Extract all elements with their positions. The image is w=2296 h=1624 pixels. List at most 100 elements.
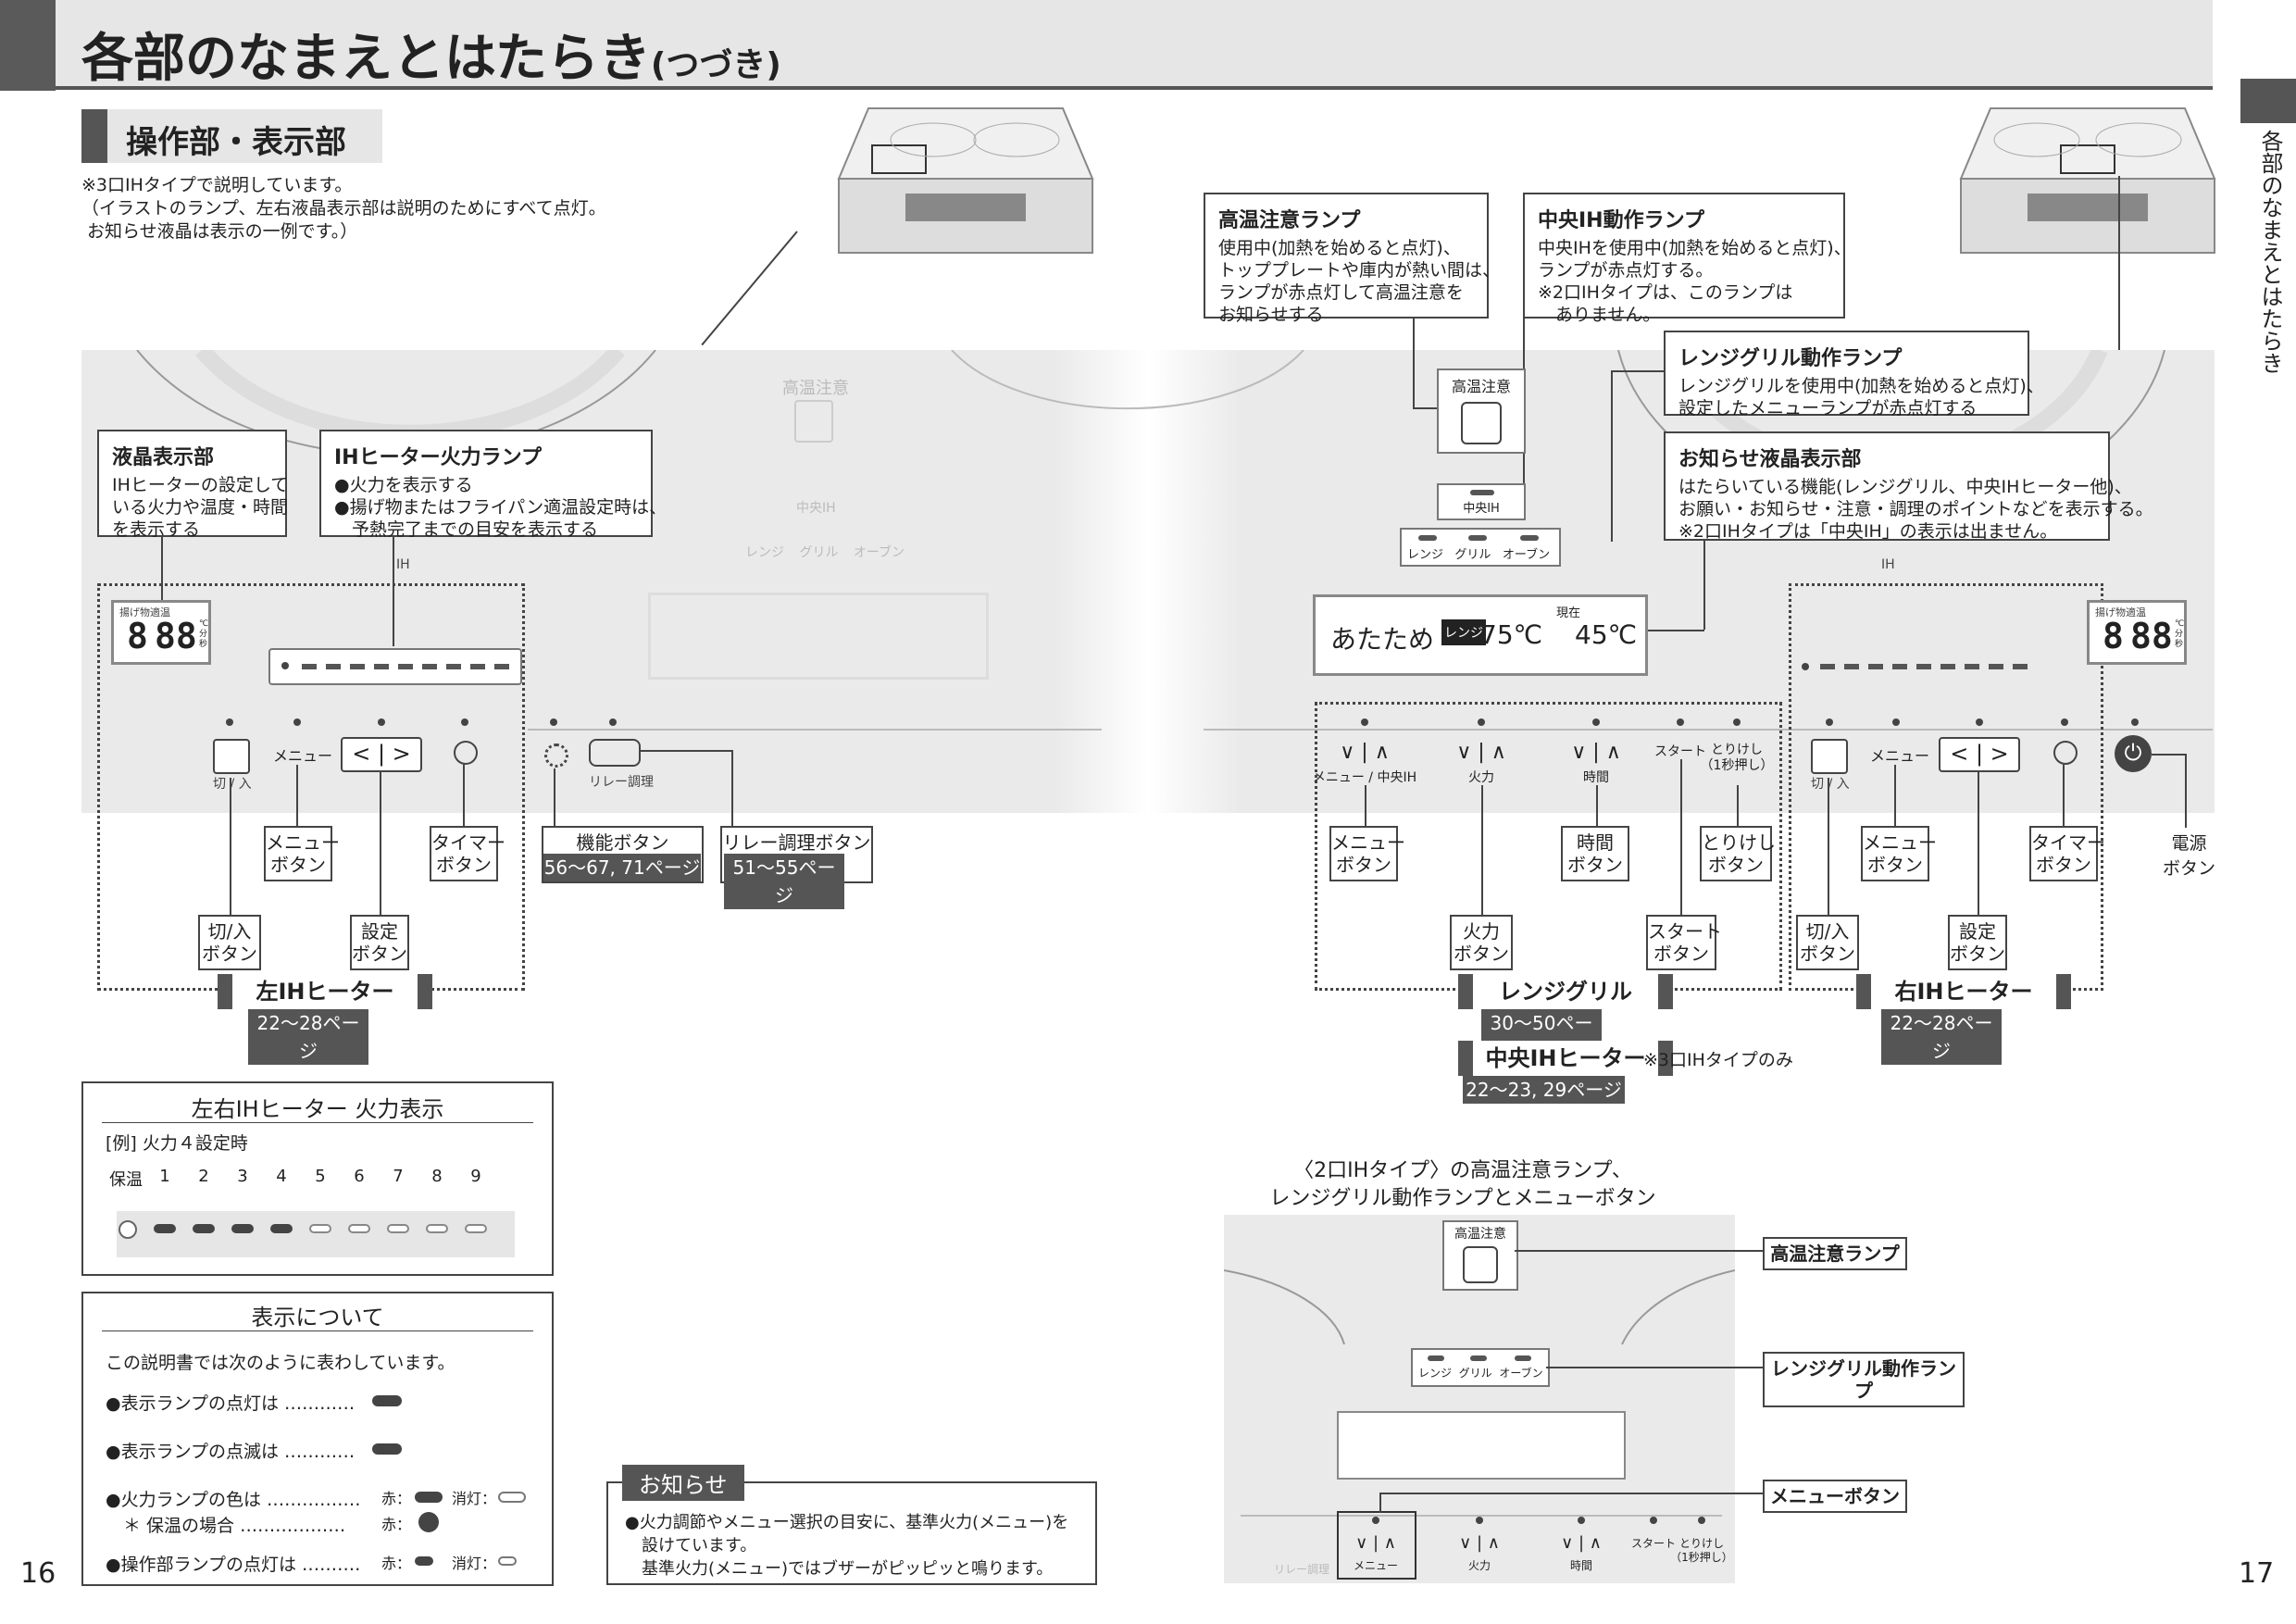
left-indicator-1 (226, 718, 233, 726)
heat-level-lamp (465, 1224, 487, 1233)
left-menu-label: メニュー (273, 747, 333, 765)
twoih-control-label: 火力 (1467, 1559, 1491, 1572)
center-control-label: 火力 (1468, 770, 1494, 785)
cooktop-illustration-left (837, 107, 1094, 254)
twoih-updown-knob[interactable]: ∨ | ∧ (1561, 1533, 1602, 1553)
left-setting-knob[interactable]: < | > (341, 737, 422, 772)
ih-label-right: IH (1881, 557, 1895, 572)
center-updown-knob[interactable]: ∨ | ∧ (1456, 741, 1506, 764)
center-control-label: とりけし （1秒押し） (1700, 743, 1774, 773)
heat-level-lamp (270, 1224, 293, 1233)
twoih-rule (1241, 1515, 1722, 1517)
callout-lcd: 液晶表示部 IHヒーターの設定して いる火力や温度・時間 を表示する (97, 430, 288, 540)
callout-center-ih: 中央IH動作ランプ 中央IHを使用中(加熱を始めると点灯)、 ランプが赤点灯する… (1523, 193, 1852, 325)
func-button-pages: 56〜67, 71ページ (543, 854, 701, 881)
center-control-label: メニュー / 中央IH (1312, 770, 1417, 785)
left-onoff-button-label: 切/入 ボタン (198, 915, 261, 970)
right-onoff-knob[interactable] (1811, 739, 1848, 774)
notice-title: お知らせ (622, 1465, 744, 1501)
panel-rule-right (1204, 729, 2213, 731)
center-heater-note: ※3口IHタイプのみ (1643, 1050, 1793, 1070)
center-updown-knob[interactable]: ∨ | ∧ (1340, 741, 1390, 764)
heat-level-lamp (348, 1224, 370, 1233)
right-menu-button-label: メニュー ボタン (1861, 826, 1937, 881)
left-heater-name: 左IHヒーター (218, 974, 432, 1009)
control-panel-left (81, 350, 1100, 813)
twoih-control-label: メニュー (1353, 1559, 1398, 1572)
twoih-label-range-grill: レンジグリル動作ランプ (1763, 1352, 1965, 1407)
twoih-indicator (1476, 1517, 1483, 1524)
heat-level-label: 5 (315, 1167, 326, 1186)
power-icon[interactable]: ⏻ (2115, 735, 2152, 772)
heat-level-label: 7 (393, 1167, 404, 1186)
twoih-menu-highlight[interactable] (1337, 1511, 1416, 1580)
callout-notice-lcd: お知らせ液晶表示部 はたらいている機能(レンジグリル、中央IHヒーター他)、 お… (1664, 431, 2153, 542)
header-band (56, 0, 2213, 88)
right-lcd: 揚げ物適温 8 88 ℃分秒 (2087, 600, 2187, 665)
ghost-high-temp-icon (794, 400, 833, 443)
heat-level-lamp (193, 1224, 215, 1233)
side-label: 各部のなまえとはたらき (2257, 130, 2283, 374)
ghost-modes: レンジ グリル オーブン (745, 545, 905, 560)
heat-level-lamp (309, 1224, 331, 1233)
center-updown-knob[interactable]: ∨ | ∧ (1571, 741, 1621, 764)
right-heat-lamp-bar (1800, 657, 2050, 676)
func-gear-icon[interactable] (544, 743, 568, 768)
page-title: 各部のなまえとはたらき(つづき) (81, 29, 781, 89)
left-menu-button-label: メニュー ボタン (264, 826, 340, 881)
range-grill-name: レンジグリル (1458, 974, 1673, 1009)
left-indicator-3 (378, 718, 385, 726)
center-indicator (1733, 718, 1741, 726)
twoih-lcd (1337, 1411, 1626, 1480)
heat-level-label: 3 (237, 1167, 248, 1186)
leader-cooktop-right (2118, 176, 2120, 375)
heat-level-lamp (154, 1224, 176, 1233)
twoih-updown-knob[interactable]: ∨ | ∧ (1355, 1533, 1396, 1553)
center-start-button-label: スタート ボタン (1646, 915, 1722, 970)
ghost-center-ih: 中央IH (796, 501, 836, 516)
heat-level-label: 2 (198, 1167, 209, 1186)
right-timer-icon[interactable] (2053, 741, 2078, 765)
callout-range-grill: レンジグリル動作ランプ レンジグリルを使用中(加熱を始めると点灯)、 設定したメ… (1664, 331, 2044, 418)
section-note: ※3口IHタイプで説明しています。 （イラストのランプ、左右液晶表示部は説明のた… (81, 175, 606, 242)
leader-cooktop-left (701, 231, 798, 346)
heat-level-label: 保温 (109, 1170, 143, 1190)
right-menu-label: メニュー (1870, 747, 1930, 765)
heat-level-label: 6 (354, 1167, 365, 1186)
callout-high-temp: 高温注意ランプ 使用中(加熱を始めると点灯)、 トッププレートや庫内が熱い間は、… (1204, 193, 1500, 325)
high-temp-panel: 高温注意 (1437, 369, 1526, 454)
relay-button-pages: 51〜55ページ (724, 854, 844, 909)
heat-level-label: 1 (159, 1167, 170, 1186)
center-ih-lamp: 中央IH (1437, 483, 1526, 520)
heat-level-label: 9 (470, 1167, 481, 1186)
twoih-control-label: 時間 (1569, 1559, 1592, 1572)
panel-fade (1055, 350, 1241, 813)
relay-icon[interactable] (589, 739, 641, 767)
right-setting-knob[interactable]: < | > (1939, 737, 2020, 772)
center-time-button-label: 時間 ボタン (1561, 826, 1629, 881)
left-timer-icon[interactable] (454, 741, 478, 765)
center-indicator (1478, 718, 1485, 726)
heat-level-label: 8 (431, 1167, 443, 1186)
center-cancel-button-label: とりけし ボタン (1700, 826, 1776, 881)
left-onoff-label: 切 / 入 (213, 777, 252, 792)
twoih-relay-label: リレー調理 (1274, 1563, 1330, 1576)
twoih-high-temp: 高温注意 (1442, 1220, 1518, 1291)
heat-level-lamp (387, 1224, 409, 1233)
center-heater-pages: 22〜23, 29ページ (1463, 1076, 1625, 1104)
twoih-control-label: スタート (1630, 1537, 1676, 1550)
twoih-updown-knob[interactable]: ∨ | ∧ (1459, 1533, 1500, 1553)
header-rule (56, 86, 2213, 90)
twoih-modes: レンジ グリル オーブン (1411, 1348, 1550, 1387)
left-setting-button-label: 設定 ボタン (350, 915, 409, 970)
notice-lcd: あたため レンジ 75℃ 現在 45℃ (1313, 594, 1648, 676)
center-heater-name: 中央IHヒーター (1458, 1041, 1673, 1076)
ih-label-left: IH (396, 557, 410, 572)
left-onoff-knob[interactable] (213, 739, 250, 774)
heat-level-lamp (426, 1224, 448, 1233)
twoih-label-menu: メニューボタン (1763, 1480, 1907, 1513)
twoih-indicator (1698, 1517, 1705, 1524)
range-mode-lamps: レンジ グリル オーブン (1400, 528, 1561, 567)
leader-ih-lamp (393, 537, 394, 646)
cooktop-illustration-right (1959, 107, 2216, 254)
